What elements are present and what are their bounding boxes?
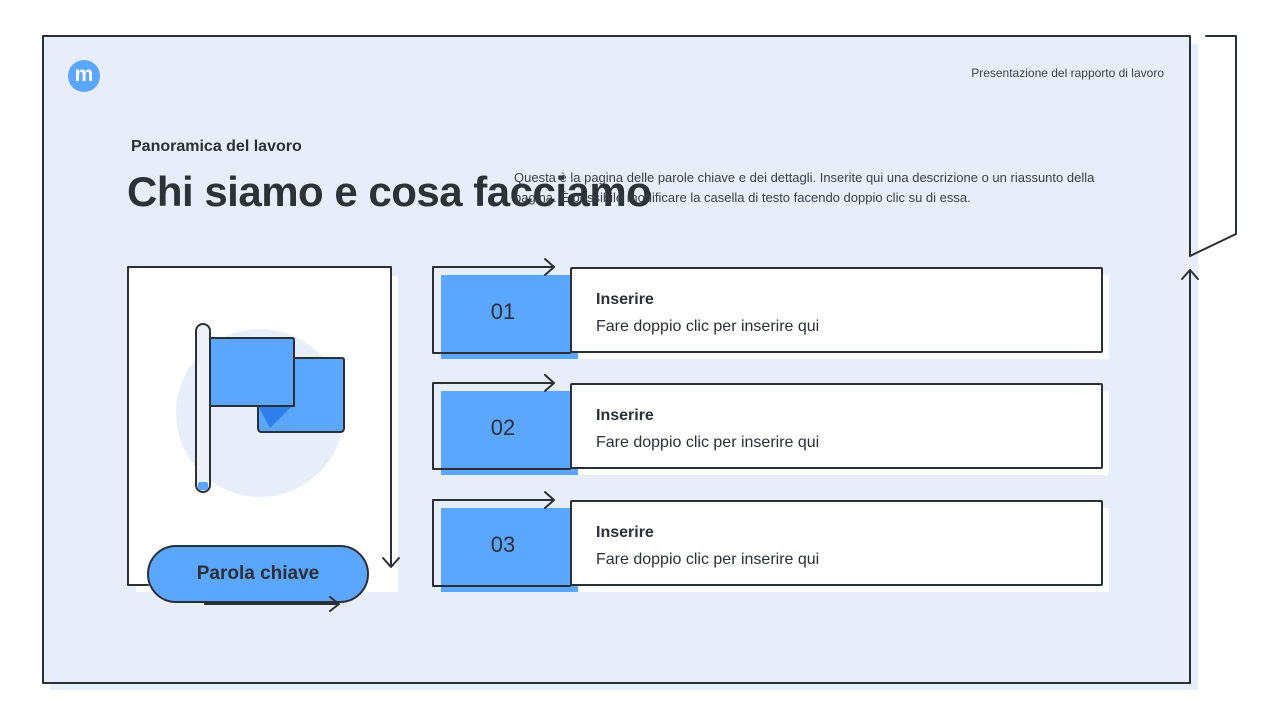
item-number: 02 — [490, 415, 516, 440]
item-text[interactable]: Fare doppio clic per inserire qui — [596, 434, 820, 451]
item-card[interactable] — [570, 267, 1103, 353]
list-item[interactable]: 03 Inserire Fare doppio clic per inserir… — [433, 500, 1109, 592]
description-text[interactable]: Questa è la pagina delle parole chiave e… — [514, 170, 1095, 205]
item-text[interactable]: Fare doppio clic per inserire qui — [596, 318, 820, 335]
item-number: 03 — [490, 532, 516, 557]
logo: m — [68, 60, 100, 92]
page-title[interactable]: Chi siamo e cosa facciamo — [127, 168, 652, 215]
item-title[interactable]: Inserire — [596, 407, 654, 424]
report-title: Presentazione del rapporto di lavoro — [971, 66, 1164, 80]
item-number: 01 — [490, 299, 516, 324]
section-label[interactable]: Panoramica del lavoro — [131, 138, 302, 155]
item-card[interactable] — [570, 383, 1103, 469]
list-item[interactable]: 01 Inserire Fare doppio clic per inserir… — [433, 267, 1109, 359]
flag-icon — [170, 318, 360, 508]
item-text[interactable]: Fare doppio clic per inserire qui — [596, 551, 820, 568]
item-card[interactable] — [570, 500, 1103, 586]
item-title[interactable]: Inserire — [596, 291, 654, 308]
keyword-button[interactable]: Parola chiave — [147, 545, 369, 603]
list-item[interactable]: 02 Inserire Fare doppio clic per inserir… — [433, 383, 1109, 475]
item-title[interactable]: Inserire — [596, 524, 654, 541]
